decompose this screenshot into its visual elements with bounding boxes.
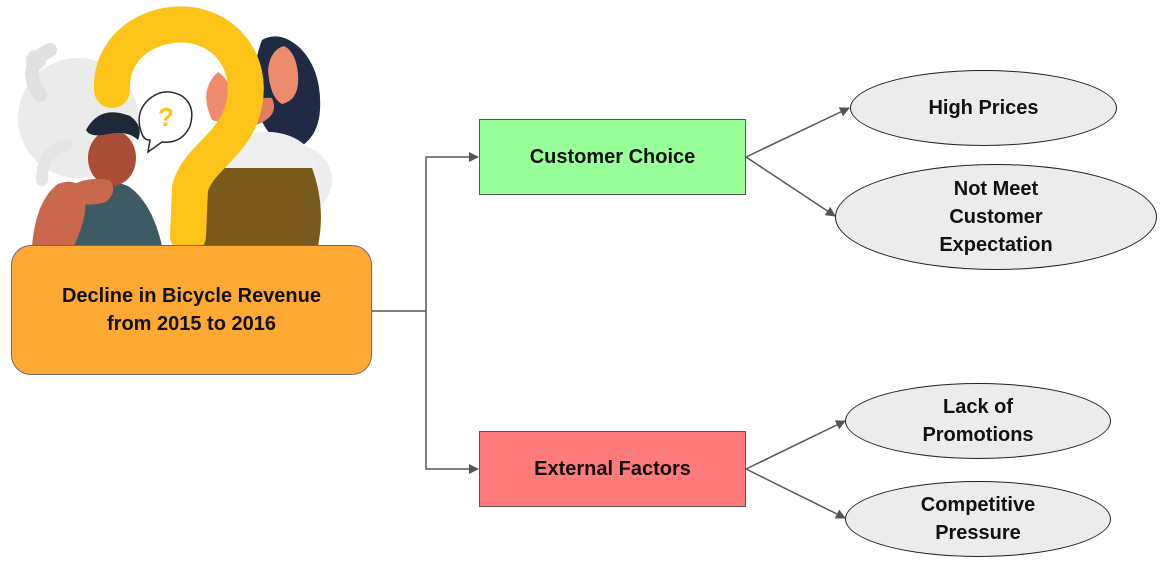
connector-to-competitive-pressure	[745, 468, 846, 519]
cause-node-not-meet-customer-expectation: Not Meet Customer Expectation	[835, 164, 1157, 270]
man-figure	[32, 112, 162, 246]
root-node-revenue-decline: Decline in Bicycle Revenue from 2015 to …	[11, 245, 372, 375]
connector-to-customer-choice	[425, 152, 479, 311]
question-mark-icon	[94, 6, 264, 254]
connector-to-not-meet-expectation	[745, 156, 836, 217]
connector-to-lack-of-promotions	[745, 420, 846, 470]
connector-lines	[372, 107, 850, 519]
confused-people-illustration: ?	[18, 6, 332, 254]
cause-node-high-prices: High Prices	[850, 70, 1117, 146]
connector-to-high-prices	[745, 107, 850, 158]
branch-node-customer-choice: Customer Choice	[479, 119, 746, 195]
bubble-question-icon: ?	[158, 102, 174, 132]
cause-node-competitive-pressure: Competitive Pressure	[845, 481, 1111, 557]
branch-node-external-factors: External Factors	[479, 431, 746, 507]
speech-bubble: ?	[138, 91, 193, 154]
cause-node-lack-of-promotions: Lack of Promotions	[845, 383, 1111, 459]
connector-to-external-factors	[425, 311, 479, 474]
